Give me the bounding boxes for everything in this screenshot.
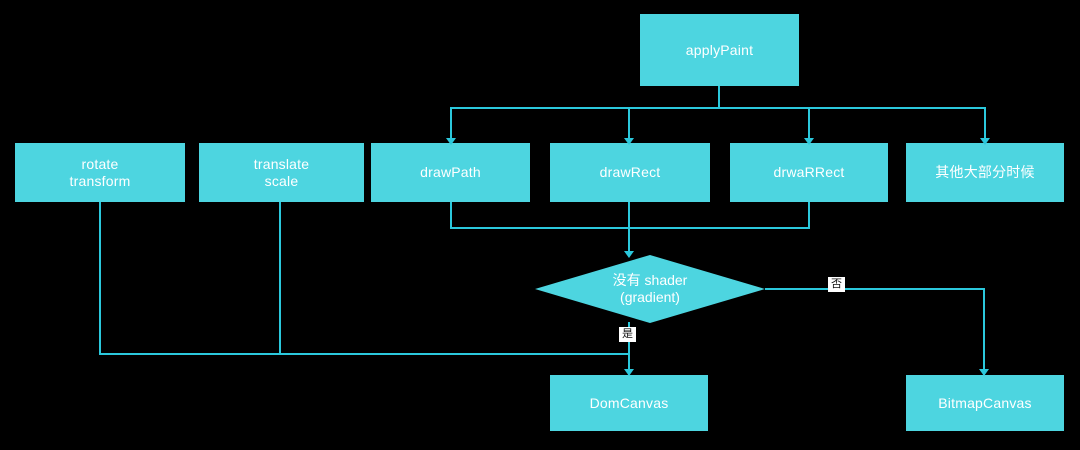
- node-drwa-rrect[interactable]: drwaRRect: [730, 143, 888, 202]
- arrow-drawrect: [624, 138, 634, 145]
- edge-drawpath-down: [450, 202, 452, 228]
- arrow-bitmapcanvas: [979, 369, 989, 376]
- arrow-drawpath: [446, 138, 456, 145]
- node-translate-scale[interactable]: translate scale: [199, 143, 364, 202]
- edge-bus-to-other: [984, 107, 986, 143]
- arrow-domcanvas: [624, 369, 634, 376]
- edge-bus-to-decision: [628, 227, 630, 256]
- edge-translate-down: [279, 202, 281, 354]
- edge-decision-no-right: [765, 288, 985, 290]
- edge-bus-to-drwarrect: [808, 107, 810, 143]
- edge-rotate-down: [99, 202, 101, 354]
- edge-no-down: [983, 288, 985, 375]
- node-apply-paint[interactable]: applyPaint: [640, 14, 799, 86]
- edge-applypaint-down: [718, 86, 720, 108]
- node-other-cases[interactable]: 其他大部分时候: [906, 143, 1064, 202]
- edge-fanout-bus: [450, 107, 985, 109]
- edge-left-bus: [99, 353, 629, 355]
- node-bitmap-canvas[interactable]: BitmapCanvas: [906, 375, 1064, 431]
- arrow-other: [980, 138, 990, 145]
- node-draw-rect[interactable]: drawRect: [550, 143, 710, 202]
- edge-bus-to-drawrect: [628, 107, 630, 143]
- arrow-drwarrect: [804, 138, 814, 145]
- node-rotate-transform[interactable]: rotate transform: [15, 143, 185, 202]
- edge-label-no: 否: [828, 277, 845, 292]
- node-dom-canvas[interactable]: DomCanvas: [550, 375, 708, 431]
- node-draw-path[interactable]: drawPath: [371, 143, 530, 202]
- arrow-decision: [624, 251, 634, 258]
- edge-decision-yes-down: [628, 322, 630, 375]
- node-decision-shader[interactable]: 没有 shader (gradient): [535, 255, 765, 323]
- edge-drwarrect-down: [808, 202, 810, 228]
- edge-label-yes: 是: [619, 327, 636, 342]
- decision-label: 没有 shader (gradient): [612, 272, 688, 305]
- edge-bus-to-drawpath: [450, 107, 452, 143]
- edge-drawrect-down: [628, 202, 630, 228]
- edge-converge-bus: [450, 227, 810, 229]
